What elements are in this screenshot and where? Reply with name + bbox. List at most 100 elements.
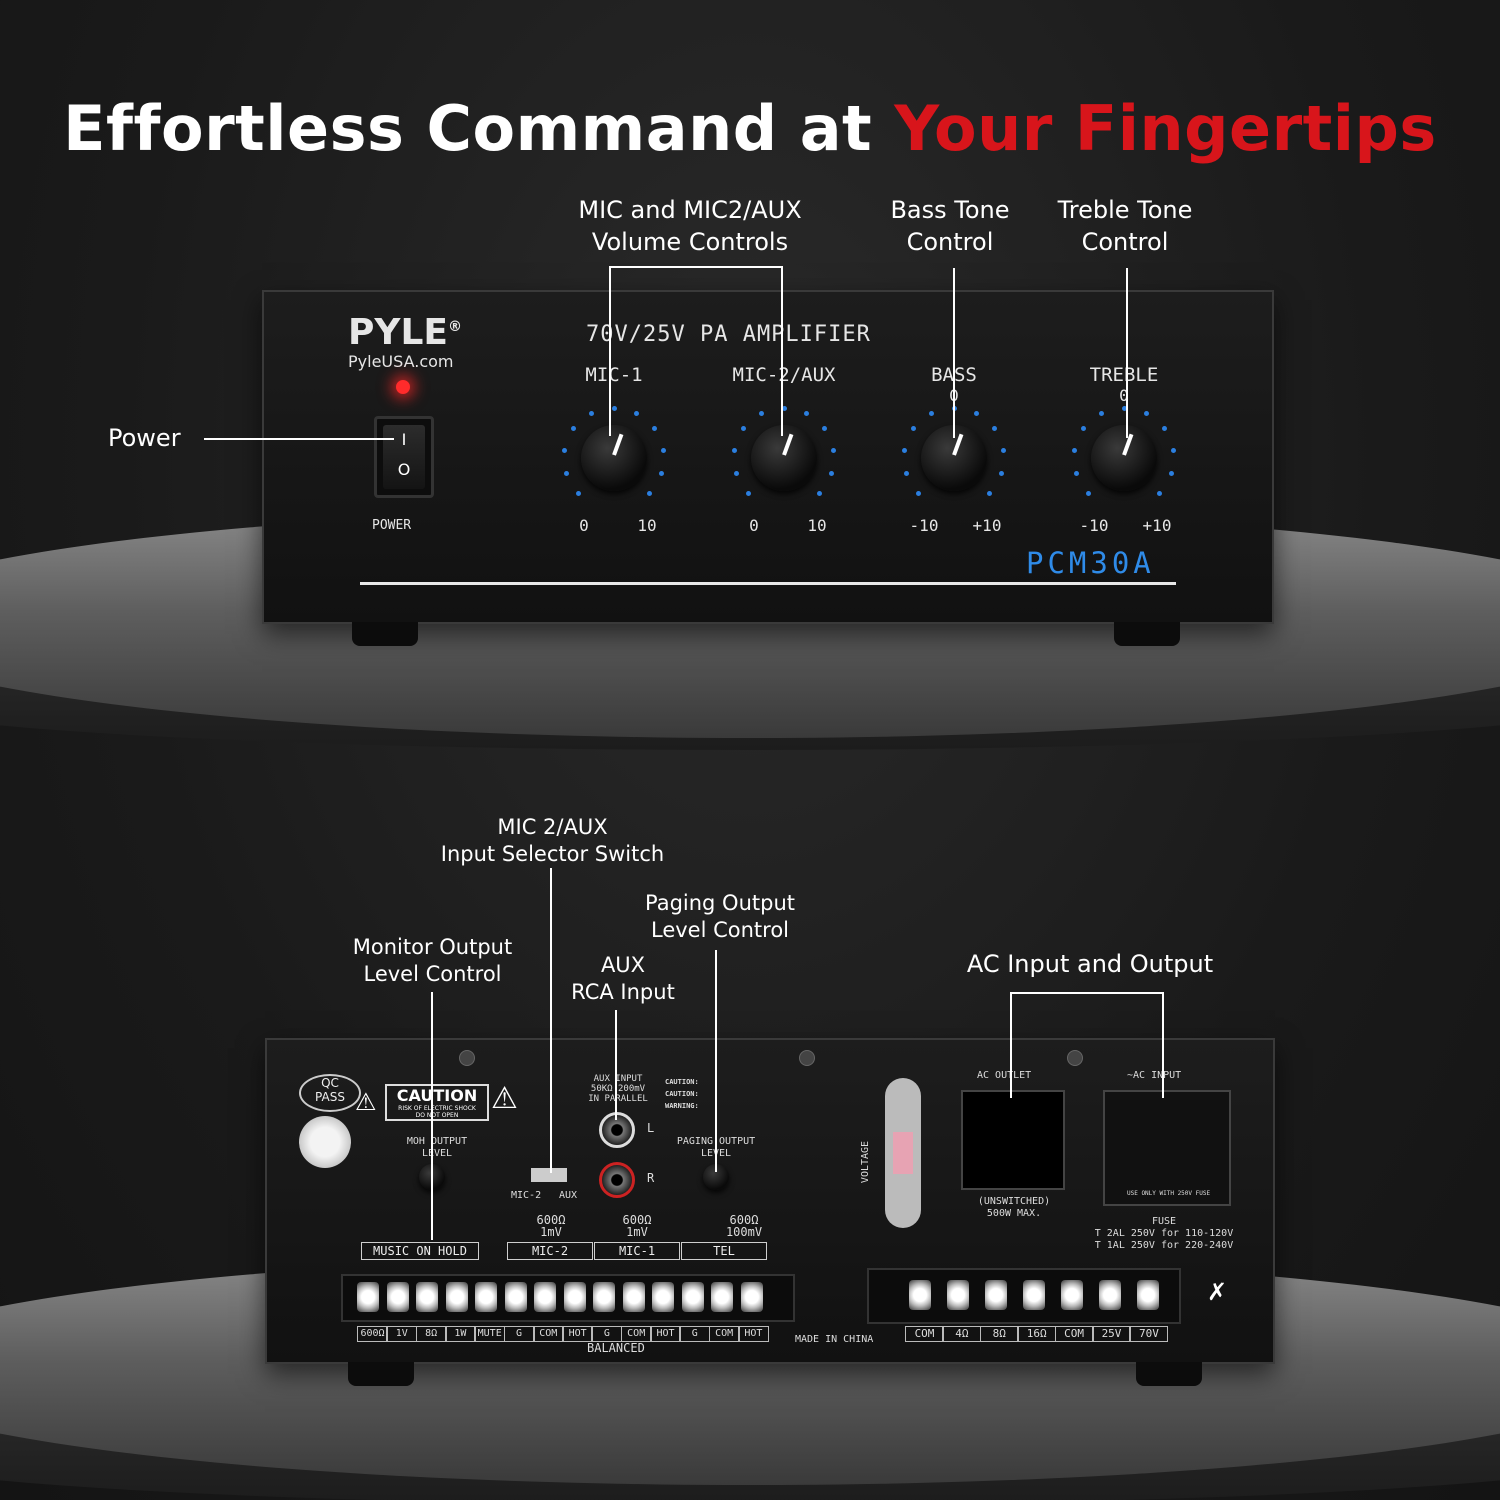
scale-dot [1098, 410, 1104, 416]
headline: Effortless Command at Your Fingertips [0, 92, 1500, 165]
scale-dot [902, 447, 908, 453]
rca-jack-right[interactable] [599, 1162, 635, 1198]
scale-dot [1073, 470, 1079, 476]
screw-terminal[interactable] [386, 1282, 409, 1312]
scale-dot [660, 447, 666, 453]
ac-outlet-label: AC OUTLET [977, 1070, 1032, 1081]
rear-foot-left [348, 1362, 414, 1386]
screw-terminal[interactable] [622, 1282, 645, 1312]
knob-min-0: 0 [579, 516, 589, 535]
screw-terminal[interactable] [504, 1282, 527, 1312]
group-label-tel: TEL [681, 1242, 767, 1260]
screw-terminal[interactable] [711, 1282, 733, 1312]
scale-dot [651, 426, 657, 432]
screw-terminal[interactable] [445, 1282, 468, 1312]
warranty-seal [299, 1116, 351, 1168]
screw-terminal[interactable] [681, 1282, 704, 1312]
group-label-mic2: MIC-2 [507, 1242, 593, 1260]
callout-power: Power [108, 424, 181, 452]
rca-jack-left[interactable] [599, 1112, 635, 1148]
knob-1[interactable] [751, 425, 817, 491]
screw-terminal[interactable] [652, 1282, 674, 1312]
caution-box: CAUTION RISK OF ELECTRIC SHOCK DO NOT OP… [385, 1084, 489, 1121]
callout-selector: MIC 2/AUX Input Selector Switch [440, 815, 665, 866]
terminal-label: COM [532, 1326, 564, 1342]
scale-dot [1170, 447, 1176, 453]
speaker-screw-terminal[interactable] [1137, 1280, 1159, 1310]
power-switch[interactable]: I O [374, 416, 434, 498]
scale-dot [1121, 405, 1127, 411]
callout-line-volume-h [609, 266, 783, 268]
voltage-selector[interactable] [885, 1078, 921, 1228]
speaker-screw-terminal[interactable] [1023, 1280, 1045, 1310]
voltage-label: VOLTAGE [860, 1140, 872, 1184]
rear-screw [459, 1050, 475, 1066]
power-label: POWER [372, 518, 412, 533]
scale-dot [991, 426, 997, 432]
speaker-screw-terminal[interactable] [909, 1280, 931, 1310]
scale-dot [741, 426, 747, 432]
callout-line-ac-l [1010, 992, 1012, 1098]
front-stripe [360, 582, 1176, 585]
speaker-terminal-block [867, 1268, 1181, 1324]
speaker-screw-terminal[interactable] [947, 1280, 969, 1310]
speaker-terminal-label: 4Ω [942, 1326, 982, 1342]
product-type: 70V/25V PA AMPLIFIER [586, 322, 871, 347]
callout-line-power [204, 438, 394, 440]
speaker-screw-terminal[interactable] [1099, 1280, 1121, 1310]
callout-volume: MIC and MIC2/AUX Volume Controls [578, 196, 802, 256]
made-in-label: MADE IN CHINA [795, 1334, 874, 1345]
screw-terminal[interactable] [563, 1282, 586, 1312]
speaker-terminal-label: 70V [1129, 1326, 1169, 1342]
group-label-music-on-hold: MUSIC ON HOLD [361, 1242, 479, 1260]
brand-logo: PYLE® [348, 312, 462, 353]
callout-line-volume-l [609, 266, 611, 436]
scale-dot [1000, 447, 1006, 453]
callout-monitor: Monitor Output Level Control [352, 935, 513, 986]
speaker-terminal-label: COM [1054, 1326, 1094, 1342]
callout-line-bass [953, 268, 955, 438]
knob-area: MIC-1010MIC-2/AUX010BASS0-10+10TREBLE0-1… [264, 292, 1272, 622]
knob-indicator [612, 433, 624, 456]
terminal-label: HOT [562, 1326, 594, 1342]
callout-line-ac-h [1010, 992, 1164, 994]
mic2-aux-selector-switch[interactable] [531, 1168, 567, 1182]
screw-terminal[interactable] [357, 1282, 379, 1312]
selector-label-aux: AUX [559, 1190, 578, 1201]
shock-icon: ⚠ [355, 1088, 377, 1116]
callout-line-treble [1126, 268, 1128, 438]
speaker-terminal-label: 16Ω [1017, 1326, 1057, 1342]
terminal-label: G [591, 1326, 623, 1342]
terminal-label: HOT [650, 1326, 681, 1342]
callout-aux: AUX RCA Input [571, 953, 675, 1004]
knob-max-2: +10 [972, 516, 1002, 535]
input-terminal-block [341, 1274, 795, 1322]
knob-min-3: -10 [1079, 516, 1109, 535]
screw-terminal[interactable] [740, 1282, 763, 1312]
screw-terminal[interactable] [534, 1282, 556, 1312]
callout-line-volume-r [781, 266, 783, 436]
screw-terminal[interactable] [416, 1282, 438, 1312]
knob-max-0: 10 [637, 516, 657, 535]
scale-dot [1169, 470, 1175, 476]
knob-0[interactable] [581, 425, 647, 491]
callout-line-ac-r [1162, 992, 1164, 1098]
knob-label-1: MIC-2/AUX [732, 364, 836, 386]
callout-line-monitor [431, 992, 433, 1240]
impedance-mic2: 600Ω 1mV [536, 1213, 566, 1239]
terminal-label: 8Ω [415, 1326, 447, 1342]
ac-outlet[interactable] [961, 1090, 1065, 1190]
speaker-screw-terminal[interactable] [1061, 1280, 1083, 1310]
ac-input-socket[interactable]: USE ONLY WITH 250V FUSE [1103, 1090, 1231, 1206]
group-label-mic1: MIC-1 [594, 1242, 680, 1260]
scale-dot [1156, 490, 1162, 496]
screw-terminal[interactable] [593, 1282, 615, 1312]
callout-ac: AC Input and Output [966, 950, 1214, 978]
knob-3[interactable] [1091, 425, 1157, 491]
speaker-screw-terminal[interactable] [985, 1280, 1007, 1310]
scale-dot [746, 490, 752, 496]
selector-label-mic2: MIC-2 [511, 1190, 542, 1201]
scale-dot [634, 410, 640, 416]
screw-terminal[interactable] [475, 1282, 497, 1312]
